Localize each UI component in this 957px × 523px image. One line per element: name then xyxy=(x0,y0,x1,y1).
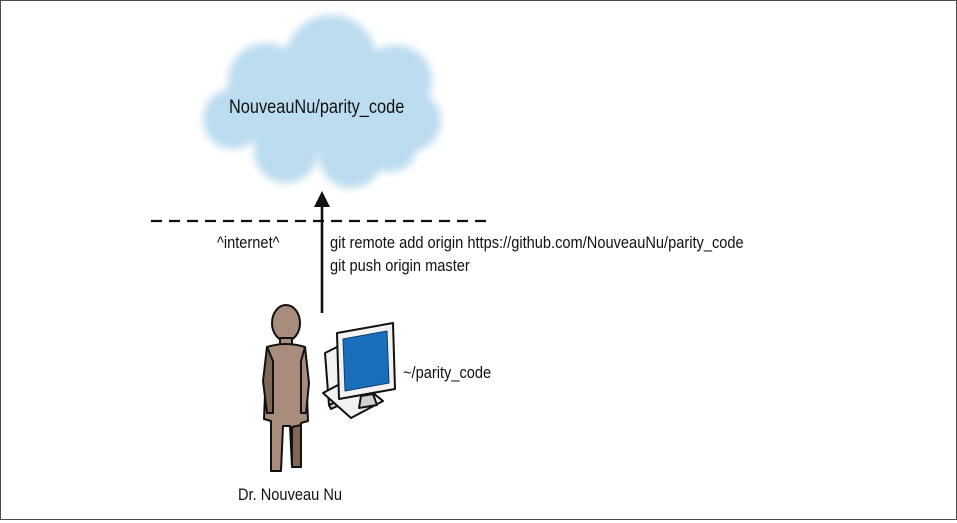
remote-repo-label: NouveauNu/parity_code xyxy=(229,97,405,118)
local-repo-path-label: ~/parity_code xyxy=(403,363,492,382)
computer-icon xyxy=(322,322,396,419)
cloud-icon xyxy=(203,15,441,188)
user-name-label: Dr. Nouveau Nu xyxy=(238,485,343,504)
arrow-up-icon xyxy=(314,191,330,313)
git-push-command: git push origin master xyxy=(330,256,470,275)
git-remote-command: git remote add origin https://github.com… xyxy=(330,233,744,252)
internet-boundary-label: ^internet^ xyxy=(217,233,280,252)
person-icon xyxy=(262,304,310,472)
